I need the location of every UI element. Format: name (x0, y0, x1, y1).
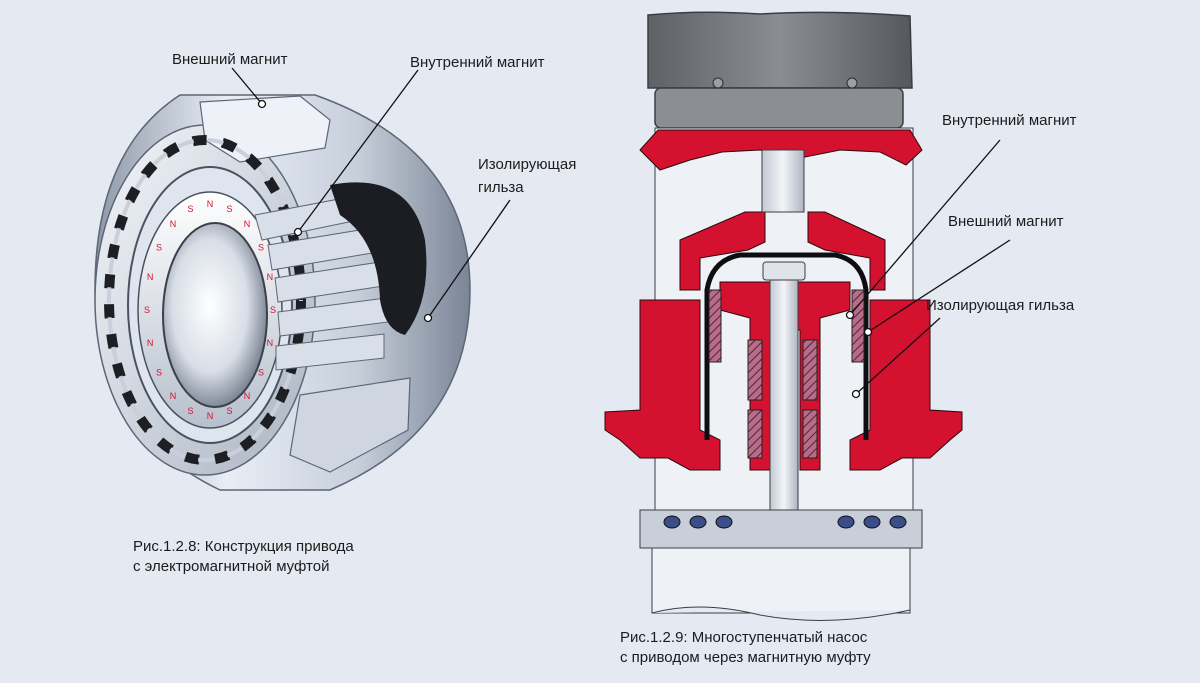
caption-left-line2: с электромагнитной муфтой (133, 558, 330, 575)
pole-letter: S (270, 305, 276, 315)
motor-shaft (761, 149, 805, 213)
pump-shaft (769, 261, 799, 513)
right-leader-lines (845, 139, 1011, 399)
impeller-holes (663, 515, 907, 529)
caption-left-line1: Рис.1.2.8: Конструкция привода (133, 538, 354, 555)
cutaway-interior (330, 182, 427, 335)
pole-letter: S (226, 406, 232, 416)
pole-letter: N (207, 199, 214, 209)
pole-letter: S (226, 204, 232, 214)
label-outer-magnet-left: Внешний магнит (172, 51, 288, 68)
motor-bolt-left (712, 77, 724, 89)
isolating-sleeve-can (704, 252, 869, 440)
pole-letter: N (170, 219, 177, 229)
label-sleeve-left-line1: Изолирующая (478, 156, 577, 173)
caption-right: Рис.1.2.9: Многоступенчатый насос с прив… (620, 628, 871, 668)
pump-lower-casing (651, 547, 911, 614)
pump-illustration (604, 11, 963, 621)
pole-letter: N (147, 338, 154, 348)
label-inner-magnet-right: Внутренний магнит (942, 112, 1077, 129)
pole-letter: S (144, 305, 150, 315)
pole-letter: S (258, 367, 264, 377)
shaft-cap (762, 261, 806, 281)
inner-bore (162, 222, 268, 408)
inner-magnet-left-lower (747, 409, 763, 459)
pole-letter: N (267, 272, 274, 282)
label-inner-magnet-left: Внутренний магнит (410, 54, 545, 71)
inner-magnet-right-lower (802, 409, 818, 459)
pole-letter: N (207, 411, 214, 421)
pole-letter: N (267, 338, 274, 348)
pole-letter: N (244, 219, 251, 229)
inner-magnet-left (747, 339, 763, 401)
outer-magnet-lower-step (289, 377, 411, 473)
outer-magnet-segments (104, 135, 306, 465)
outer-magnet-right (851, 289, 865, 363)
pole-letter: N (147, 272, 154, 282)
impeller-base (639, 509, 923, 549)
pole-letter: N (170, 391, 177, 401)
pole-letter: S (156, 243, 162, 253)
label-sleeve-right: Изолирующая гильза (926, 297, 1075, 314)
caption-left: Рис.1.2.8: Конструкция привода с электро… (133, 537, 354, 577)
motor-flange (654, 87, 904, 129)
pole-letter: S (187, 204, 193, 214)
label-sleeve-left-line2: гильза (478, 179, 524, 196)
pole-letter: N (244, 391, 251, 401)
caption-right-line1: Рис.1.2.9: Многоступенчатый насос (620, 629, 868, 646)
outer-magnet-left (708, 289, 722, 363)
pole-letter: S (187, 406, 193, 416)
motor-housing (647, 11, 913, 89)
inner-magnet-right (802, 339, 818, 401)
caption-right-line2: с приводом через магнитную муфту (620, 649, 871, 666)
motor-bolt-right (846, 77, 858, 89)
left-leader-lines (231, 67, 511, 323)
pump-break-line (651, 606, 911, 621)
pole-letter: S (258, 243, 264, 253)
pole-letter: S (156, 367, 162, 377)
label-outer-magnet-right: Внешний магнит (948, 213, 1064, 230)
